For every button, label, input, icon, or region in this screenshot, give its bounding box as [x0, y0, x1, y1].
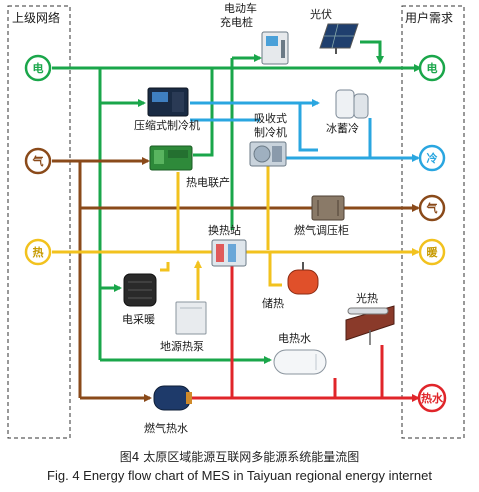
source-gas-label: 气	[32, 154, 44, 168]
chp-unit-icon	[149, 145, 193, 171]
hot-water-flows	[190, 262, 420, 402]
electricity-flows	[52, 40, 422, 364]
source-gas: 气	[24, 147, 52, 175]
chp-label: 热电联产	[186, 175, 230, 189]
upstream-network-boundary	[7, 5, 71, 439]
gas-water-heater-icon	[153, 385, 192, 411]
demand-warm: 暖	[418, 238, 446, 266]
heat-exchange-station-label: 换热站	[208, 223, 241, 237]
ev-charger-label-1: 电动车	[224, 1, 257, 15]
demand-hot-water: 热水	[417, 383, 447, 413]
pv-label: 光伏	[310, 7, 332, 21]
demand-cold-label: 冷	[427, 151, 438, 165]
compression-chiller-label: 压缩式制冷机	[134, 118, 200, 132]
figure-caption-chinese: 图4 太原区域能源互联网多能源系统能量流图	[119, 450, 360, 464]
source-electricity: 电	[24, 54, 52, 82]
electric-heater-icon	[123, 273, 157, 307]
demand-warm-label: 暖	[427, 245, 439, 259]
upstream-network-header: 上级网络	[12, 10, 60, 25]
demand-electricity-label: 电	[427, 61, 438, 75]
ice-storage-tank-icon	[335, 89, 369, 119]
user-demand-boundary	[401, 5, 465, 439]
heat-storage-tank-icon	[287, 262, 319, 295]
electric-water-heater-icon	[273, 349, 327, 375]
demand-cold: 冷	[418, 144, 446, 172]
source-electricity-label: 电	[33, 61, 44, 75]
gas-flows	[52, 157, 420, 402]
demand-gas: 气	[418, 194, 446, 222]
gas-regulator-cabinet-icon	[311, 195, 345, 221]
solar-thermal-collector-icon	[345, 305, 395, 345]
electric-water-heater-label: 电热水	[278, 332, 311, 345]
absorption-chiller-label-2: 制冷机	[254, 125, 287, 139]
energy-flow-diagram: 上级网络 用户需求	[7, 1, 465, 439]
figure-caption-english: Fig. 4 Energy flow chart of MES in Taiyu…	[47, 468, 432, 483]
ground-source-heat-pump-icon	[175, 301, 207, 335]
source-heat: 热	[24, 238, 52, 266]
absorption-chiller-label-1: 吸收式	[254, 111, 287, 125]
absorption-chiller-icon	[249, 141, 287, 167]
source-heat-label: 热	[33, 245, 44, 259]
solar-pv-panel-icon	[319, 23, 359, 54]
demand-electricity: 电	[418, 54, 446, 82]
electric-heater-label: 电采暖	[122, 313, 155, 326]
heat-exchange-station-icon	[211, 239, 247, 267]
solar-thermal-label: 光热	[356, 291, 378, 305]
gas-water-heater-label: 燃气热水	[144, 421, 188, 435]
gas-regulator-label: 燃气调压柜	[294, 223, 349, 237]
compression-chiller-icon	[147, 87, 189, 117]
ev-charger-icon	[261, 31, 289, 65]
ice-storage-label: 冰蓄冷	[326, 122, 359, 135]
heat-storage-label: 储热	[262, 296, 284, 310]
ground-source-heat-pump-label: 地源热泵	[160, 339, 204, 353]
cold-flows	[190, 99, 420, 162]
ev-charger-label-2: 充电桩	[220, 15, 253, 29]
demand-gas-label: 气	[426, 201, 438, 215]
demand-hot-water-label: 热水	[421, 391, 444, 405]
user-demand-header: 用户需求	[405, 10, 453, 25]
